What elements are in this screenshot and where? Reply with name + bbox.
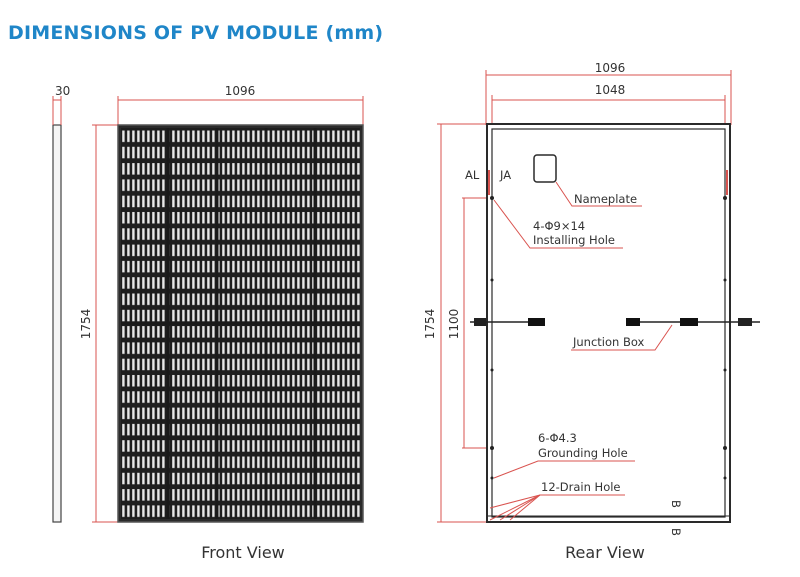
thickness-dimension: 30 — [55, 84, 70, 98]
drain-hole-label: 12-Drain Hole — [541, 480, 621, 494]
page-title: DIMENSIONS OF PV MODULE (mm) — [8, 22, 384, 44]
section-a-right: JA — [499, 168, 511, 182]
grounding-hole-spec: 6-Φ4.3 — [538, 431, 577, 445]
front-height-dimension: 1754 — [79, 309, 93, 340]
installing-hole-spec: 4-Φ9×14 — [533, 219, 585, 233]
nameplate-label: Nameplate — [574, 192, 637, 206]
rear-height-dimension: 1754 — [423, 309, 437, 340]
rear-view-label: Rear View — [565, 543, 645, 562]
section-a-left: AL — [465, 168, 480, 182]
rear-view: 1096 1048 1754 1100 AL JA B B Nameplat — [423, 61, 760, 562]
rear-outer-width-dimension: 1096 — [595, 61, 626, 75]
nameplate — [533, 154, 557, 183]
side-profile: 30 — [52, 84, 70, 523]
half-cut-divider — [121, 322, 360, 325]
front-view: 1096 1754 Front View — [79, 84, 364, 562]
junction-box-label: Junction Box — [572, 335, 645, 349]
grounding-hole-label: Grounding Hole — [538, 446, 628, 460]
front-view-label: Front View — [201, 543, 285, 562]
rear-inner-width-dimension: 1048 — [595, 83, 626, 97]
junction-box-cables — [470, 318, 760, 326]
front-width-dimension: 1096 — [225, 84, 256, 98]
cell-string-dividers — [121, 128, 360, 519]
section-b-bottom: B — [669, 528, 683, 536]
section-b-top: B — [669, 500, 683, 508]
hole-spacing-dimension: 1100 — [447, 309, 461, 340]
installing-hole-label: Installing Hole — [533, 233, 615, 247]
holes — [490, 196, 727, 480]
